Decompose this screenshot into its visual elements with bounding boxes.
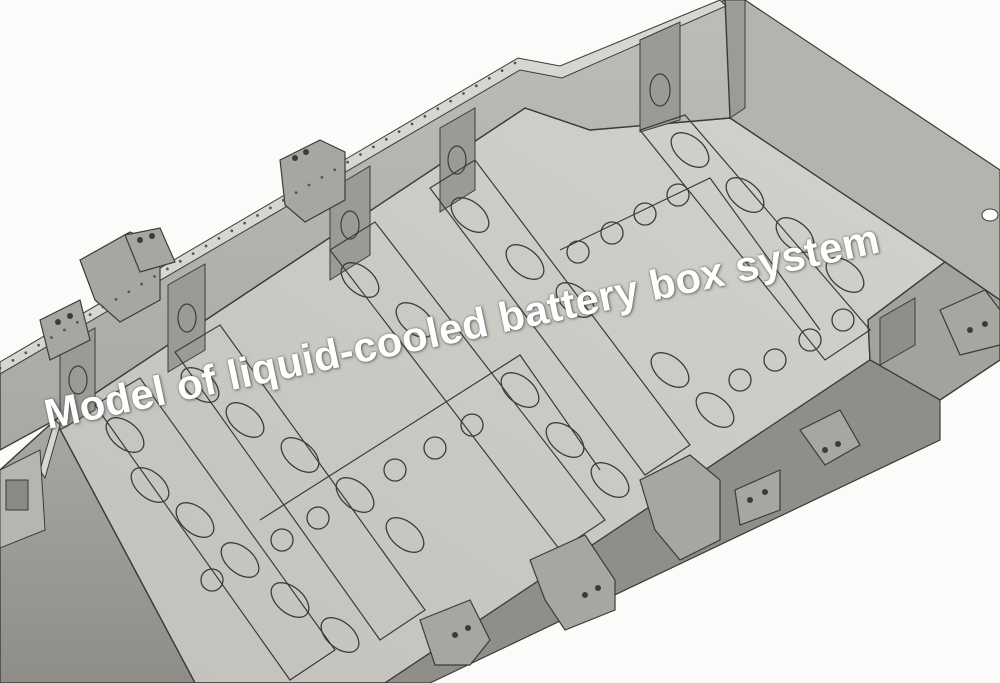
rivet: [487, 76, 491, 80]
bracket-bolt-holes: [55, 149, 988, 638]
rivet: [63, 328, 66, 332]
rivet: [307, 183, 311, 187]
rivet: [178, 259, 182, 263]
rivet: [372, 145, 375, 149]
rivet: [359, 153, 362, 156]
rivet: [243, 221, 247, 225]
rivet: [256, 214, 259, 217]
rivet: [449, 99, 452, 103]
rivet: [0, 366, 2, 370]
rivet: [269, 206, 272, 210]
front-wall: [0, 418, 196, 683]
rivet: [346, 160, 349, 164]
rivet: [475, 84, 478, 88]
rivet: [230, 229, 234, 233]
rivet: [320, 176, 324, 179]
rivet: [101, 305, 105, 309]
rivet: [11, 359, 15, 362]
rivet: [436, 107, 440, 111]
rivet: [217, 237, 221, 240]
rivet: [397, 130, 401, 134]
rivet: [50, 336, 53, 339]
rivet: [294, 191, 298, 195]
rivet: [513, 61, 517, 65]
rivet: [24, 351, 28, 355]
rivet: [114, 298, 118, 301]
rivet: [281, 198, 285, 202]
rivet: [462, 92, 465, 95]
rivet: [75, 320, 79, 324]
rivet: [423, 115, 427, 118]
rivet: [333, 168, 337, 172]
rivet: [140, 282, 144, 286]
rivet: [127, 290, 131, 294]
rivet: [410, 122, 414, 126]
outer-wall: [195, 359, 941, 683]
rivet: [204, 244, 208, 248]
cooling-ports: [105, 132, 865, 653]
cooling-channels: [94, 114, 871, 681]
rivet: [500, 69, 504, 72]
rivet: [166, 267, 169, 271]
end-wall: [867, 208, 1000, 401]
rivet: [37, 343, 40, 347]
rivet: [191, 252, 195, 256]
rivet: [88, 313, 92, 316]
rim-rivets: [0, 61, 517, 370]
rivet: [153, 275, 156, 278]
rivet: [384, 137, 388, 141]
